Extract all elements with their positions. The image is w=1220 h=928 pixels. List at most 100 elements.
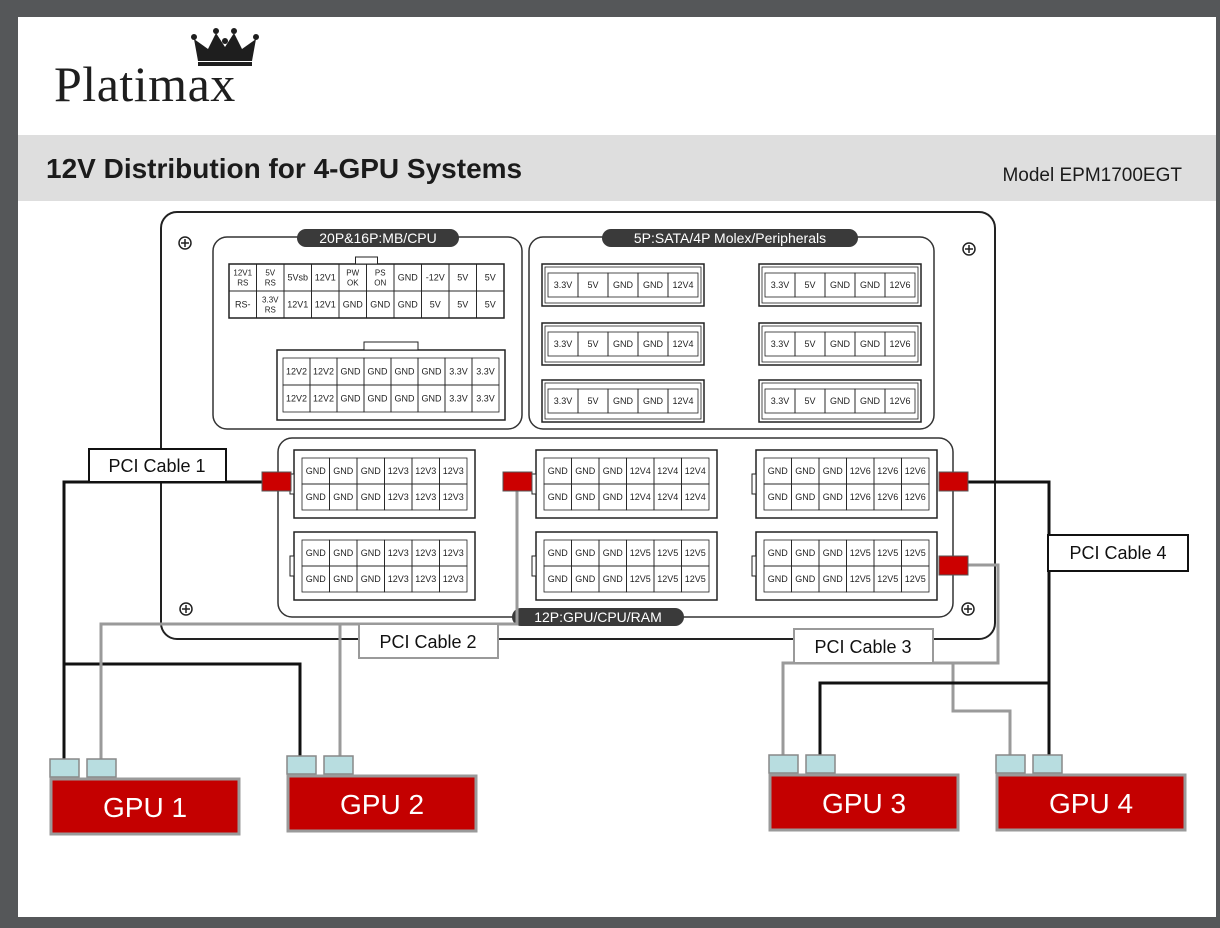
- pin-label: GND: [398, 300, 419, 310]
- pin-label: 12V4: [630, 492, 651, 502]
- pin-label: GND: [575, 548, 596, 558]
- pin-cell: [884, 388, 916, 414]
- gpu-label: GPU 2: [340, 789, 424, 820]
- cable-routes: [62, 480, 1051, 760]
- title-band: 12V Distribution for 4-GPU Systems Model…: [18, 135, 1216, 201]
- pin-label: GND: [613, 280, 634, 290]
- pin-label: 12V1: [315, 273, 336, 283]
- page-title: 12V Distribution for 4-GPU Systems: [46, 153, 523, 184]
- pin-label: GND: [860, 339, 881, 349]
- pin-cell: [667, 272, 699, 298]
- pin-label: 3.3V: [262, 296, 279, 305]
- pin-label: 12V5: [657, 548, 678, 558]
- gpu-1: GPU 1: [49, 758, 241, 836]
- pin-label: GND: [548, 548, 569, 558]
- pin-label: GND: [823, 466, 844, 476]
- pin-label: GND: [830, 396, 851, 406]
- pin-label: 12V6: [889, 339, 910, 349]
- pin-label: 12V4: [630, 466, 651, 476]
- pin-label: GND: [306, 574, 327, 584]
- pin-label: GND: [613, 396, 634, 406]
- pci-cable-1-label: PCI Cable 1: [108, 456, 205, 476]
- pin-label: 12V3: [388, 466, 409, 476]
- pin-label: 12V5: [850, 574, 871, 584]
- pci-cable-3-label: PCI Cable 3: [814, 637, 911, 657]
- pin-label: 12V5: [877, 574, 898, 584]
- gpu-power-port: [768, 754, 799, 774]
- pin-label: 12V3: [415, 548, 436, 558]
- pin-label: GND: [603, 466, 624, 476]
- pin-label: 5V: [804, 339, 815, 349]
- pin-label: GND: [306, 466, 327, 476]
- pin-label: GND: [306, 548, 327, 558]
- pin-label: 3.3V: [554, 339, 573, 349]
- pci-cable-3-wire: [781, 563, 1000, 760]
- pin-label: 12V5: [905, 574, 926, 584]
- pci-cable-2-label: PCI Cable 2: [379, 632, 476, 652]
- pin-label: 12V3: [415, 466, 436, 476]
- pin-label: GND: [823, 492, 844, 502]
- gpu-title-pill: [512, 608, 684, 626]
- pin-label: GND: [795, 574, 816, 584]
- pin-cell: [667, 388, 699, 414]
- pin-label: 5V: [457, 273, 468, 283]
- pin-label: GND: [333, 466, 354, 476]
- pin-label: GND: [368, 394, 389, 404]
- pin-label: 12V5: [685, 574, 706, 584]
- pin-label: ON: [374, 279, 386, 288]
- gpu-power-port: [286, 755, 317, 775]
- pin-label: 12V1: [315, 300, 336, 310]
- pin-cell: [471, 384, 500, 413]
- pin-label: 12V5: [905, 548, 926, 558]
- pin-label: 12V6: [905, 492, 926, 502]
- pin-label: GND: [768, 574, 789, 584]
- pin-label: 12V5: [657, 574, 678, 584]
- gpu-2: GPU 2: [286, 755, 478, 833]
- pin-label: 12V4: [657, 466, 678, 476]
- pin-label: GND: [830, 280, 851, 290]
- pin-label: 12V3: [443, 574, 464, 584]
- pci-cable-1-branch: [64, 662, 302, 760]
- pin-label: GND: [768, 492, 789, 502]
- pin-label: GND: [306, 492, 327, 502]
- pin-label: PS: [375, 269, 386, 278]
- pin-label: GND: [361, 548, 382, 558]
- pin-label: 3.3V: [554, 280, 573, 290]
- crown-icon: [191, 28, 259, 66]
- pin-label: 12V3: [388, 548, 409, 558]
- pin-cell: [901, 565, 930, 593]
- pin-label: GND: [341, 394, 362, 404]
- pci-cable-3-label-box: [793, 628, 934, 664]
- pin-label: GND: [548, 466, 569, 476]
- pin-label: 12V4: [685, 492, 706, 502]
- gpu-power-port: [323, 755, 354, 775]
- pin-label: 12V4: [657, 492, 678, 502]
- pin-label: 5V: [485, 300, 496, 310]
- pin-label: GND: [548, 574, 569, 584]
- pin-label: 3.3V: [476, 367, 495, 377]
- pin-label: GND: [548, 492, 569, 502]
- pin-label: 12V4: [685, 466, 706, 476]
- pin-label: 5Vsb: [287, 273, 308, 283]
- pin-label: GND: [575, 492, 596, 502]
- gpu-card: [995, 773, 1187, 832]
- pin-label: 5V: [587, 396, 598, 406]
- pin-label: 12V3: [415, 492, 436, 502]
- gpu-card: [49, 777, 241, 836]
- pin-label: GND: [398, 273, 419, 283]
- pin-label: 3.3V: [449, 394, 468, 404]
- pin-label: GND: [575, 466, 596, 476]
- gpu-3: GPU 3: [768, 754, 960, 832]
- pin-label: 5V: [804, 280, 815, 290]
- pin-label: 5V: [587, 280, 598, 290]
- mb-title-pill: [297, 229, 459, 247]
- gpu-label: GPU 3: [822, 788, 906, 819]
- mb-title: 20P&16P:MB/CPU: [319, 230, 437, 246]
